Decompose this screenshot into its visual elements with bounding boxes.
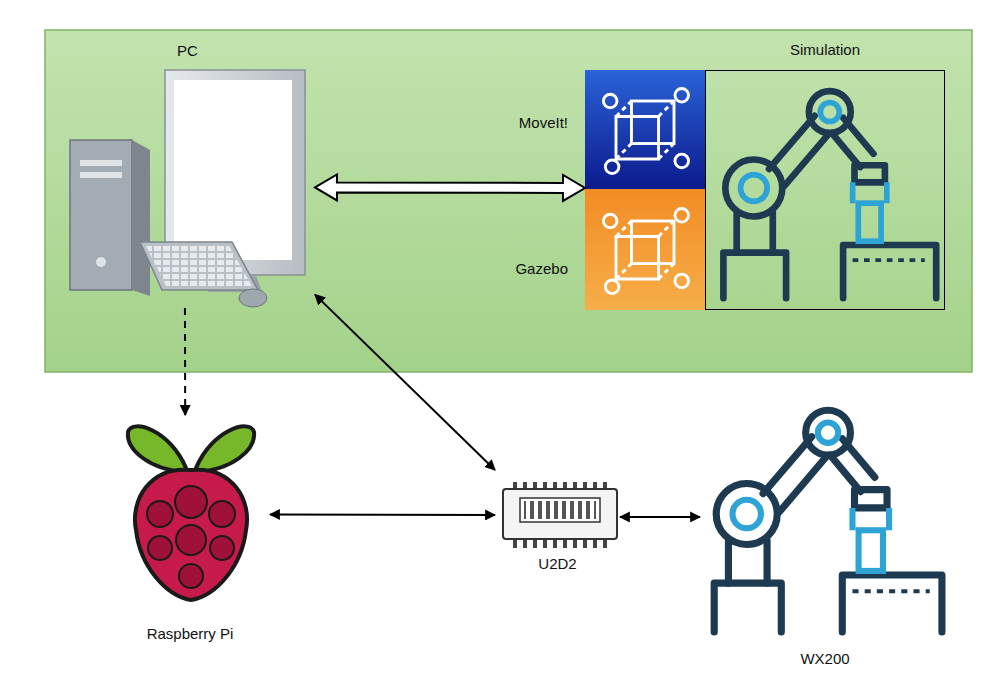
simulated-robot-arm bbox=[723, 91, 936, 298]
connector-arrow bbox=[315, 295, 495, 470]
node-label: Raspberry Pi bbox=[145, 625, 235, 643]
pc-icon bbox=[70, 70, 305, 307]
connector-arrow bbox=[270, 513, 495, 516]
gazebo-tile bbox=[585, 189, 705, 310]
node-label: U2D2 bbox=[538, 555, 576, 573]
wx200-node: WX200 bbox=[700, 385, 950, 675]
simulation-box: Simulation bbox=[705, 70, 945, 310]
node-label: Gazebo bbox=[515, 260, 568, 278]
node-label: WX200 bbox=[800, 650, 849, 668]
raspberry-pi-node: Raspberry Pi bbox=[110, 415, 270, 670]
gazebo-node: Gazebo bbox=[585, 190, 705, 310]
pc-region-band bbox=[45, 30, 972, 372]
raspberry-pi-logo bbox=[128, 426, 254, 600]
connector-arrow bbox=[620, 516, 700, 518]
u2d2-chip bbox=[503, 482, 617, 548]
double-block-arrow bbox=[315, 174, 585, 201]
computer-node: PC bbox=[60, 40, 315, 308]
moveit-tile bbox=[585, 70, 705, 189]
connector-arrow bbox=[184, 308, 186, 415]
node-label: MoveIt! bbox=[519, 114, 568, 132]
node-label: PC bbox=[177, 42, 198, 60]
u2d2-node: U2D2 bbox=[495, 470, 620, 570]
moveit-node: MoveIt! bbox=[585, 70, 705, 188]
node-label: Simulation bbox=[790, 41, 860, 59]
wx200-robot-arm bbox=[714, 410, 942, 632]
